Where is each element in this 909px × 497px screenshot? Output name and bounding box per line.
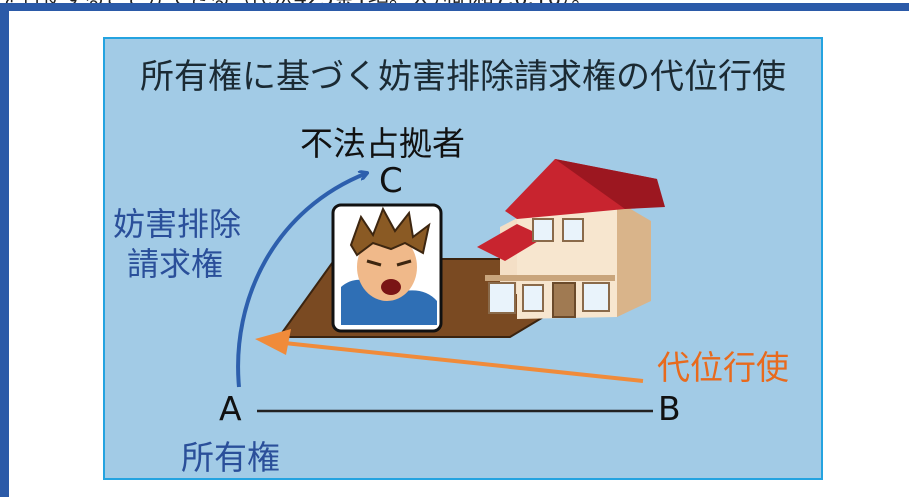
claim-label-line1: 妨害排除 (113, 205, 242, 243)
occupier-portrait (331, 203, 443, 333)
owner-label: 所有権 (181, 438, 280, 477)
party-a-label: A (219, 389, 242, 428)
subrogation-label: 代位行使 (657, 348, 789, 387)
party-b-label: B (658, 389, 681, 428)
claim-arrow (236, 173, 367, 388)
subrogation-arrow-head (255, 329, 291, 355)
frame-left-bar (0, 3, 9, 497)
subrogation-arrow-shaft (274, 340, 644, 383)
house-illustration (477, 159, 665, 319)
occupier-label: 不法占拠者 (300, 124, 465, 163)
frame-top-bar (0, 3, 909, 11)
diagram-title: 所有権に基づく妨害排除請求権の代位行使 (140, 57, 786, 97)
diagram-panel: 所有権に基づく妨害排除請求権の代位行使 (103, 37, 823, 480)
claim-label-line2: 請求権 (127, 245, 224, 283)
diagram-scene (236, 159, 665, 413)
party-c-label: C (379, 161, 403, 201)
